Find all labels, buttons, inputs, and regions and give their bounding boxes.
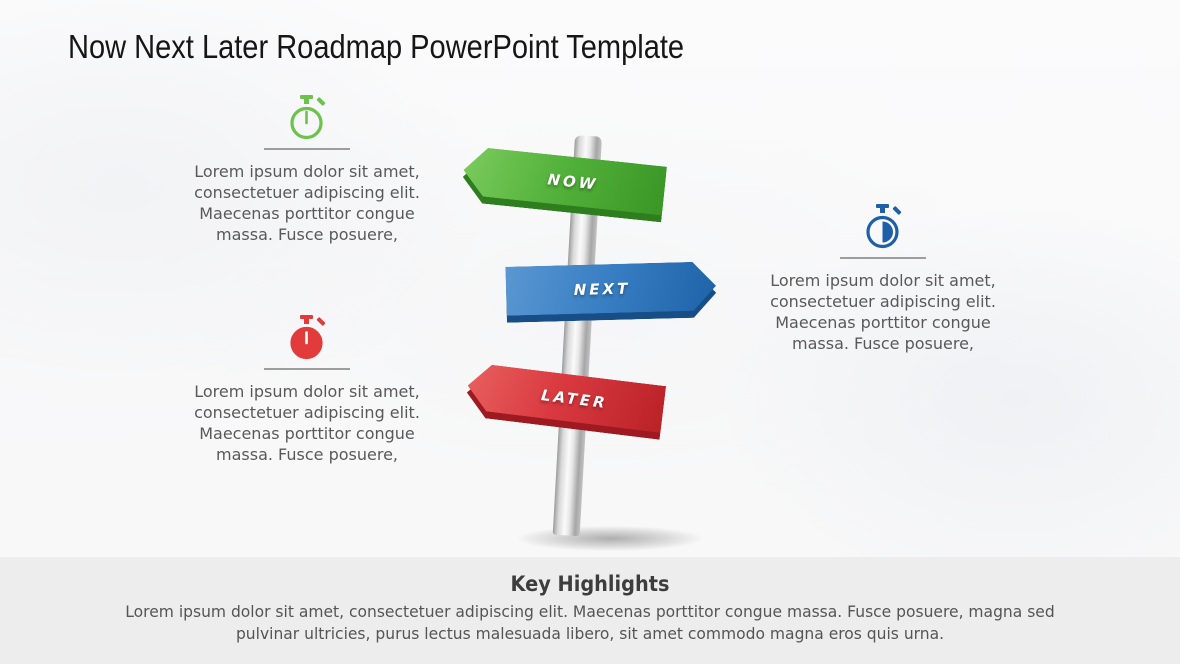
key-highlights-text: Lorem ipsum dolor sit amet, consectetuer… <box>125 602 1055 643</box>
feature-divider <box>840 257 926 259</box>
feature-block-next: Lorem ipsum dolor sit amet, consectetuer… <box>752 204 1014 354</box>
stopwatch-half-icon <box>861 204 905 250</box>
stopwatch-outline-icon <box>285 95 329 141</box>
feature-block-now: Lorem ipsum dolor sit amet, consectetuer… <box>176 95 438 245</box>
pole-shadow <box>518 526 702 551</box>
key-highlights-band: Key Highlights Lorem ipsum dolor sit ame… <box>0 557 1180 664</box>
sign-next-label: NEXT <box>573 278 631 299</box>
feature-divider <box>264 368 350 370</box>
feature-text-now: Lorem ipsum dolor sit amet, consectetuer… <box>194 162 420 244</box>
page-title: Now Next Later Roadmap PowerPoint Templa… <box>68 28 685 65</box>
feature-divider <box>264 148 350 150</box>
stopwatch-filled-icon <box>285 315 329 361</box>
feature-text-next: Lorem ipsum dolor sit amet, consectetuer… <box>770 271 996 353</box>
feature-block-later: Lorem ipsum dolor sit amet, consectetuer… <box>176 315 438 465</box>
feature-text-later: Lorem ipsum dolor sit amet, consectetuer… <box>194 382 420 464</box>
sign-next: NEXT <box>505 261 716 315</box>
key-highlights-heading: Key Highlights <box>510 572 670 596</box>
